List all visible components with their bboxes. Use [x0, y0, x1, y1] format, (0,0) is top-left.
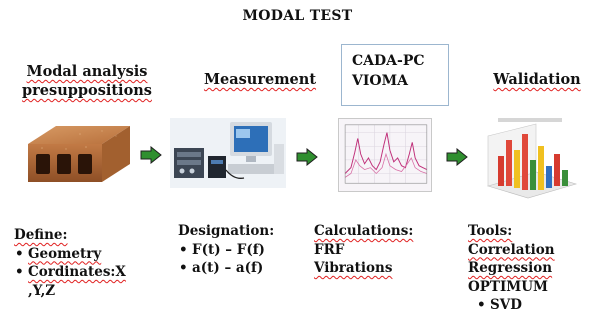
list-item: •F(t) – F(f): [179, 241, 265, 258]
define-list: •Geometry •Cordinates:X: [14, 245, 174, 282]
stage-header-line: Walidation: [493, 71, 581, 88]
list-item: •Geometry: [15, 245, 102, 262]
list-item: FRF: [314, 241, 345, 258]
list-item: OPTIMUM: [468, 278, 548, 295]
list-item-text: a(t) – a(f): [192, 260, 264, 276]
list-item-text: SVD: [490, 297, 522, 313]
designation-column: Designation: •F(t) – F(f) •a(t) – a(f): [178, 222, 318, 278]
stage-header-line: Modal analysis: [26, 63, 148, 80]
list-item-continuation: ,Y,Z: [28, 282, 56, 299]
stage-header-modal-analysis: Modal analysis presuppositions: [12, 62, 162, 100]
stage-header-measurement: Measurement: [190, 70, 330, 89]
bar-chart-3d-image: [486, 118, 578, 199]
column-heading: Tools:: [468, 223, 513, 239]
list-item: Regression: [468, 260, 553, 276]
list-item-text: Geometry: [28, 245, 102, 262]
measurement-equipment-image: [170, 118, 286, 188]
calculations-column: Calculations: FRF Vibrations: [314, 222, 454, 278]
stage-header-walidation: Walidation: [482, 70, 592, 89]
list-item: •Cordinates:X: [15, 264, 126, 280]
brick-image: [28, 126, 130, 182]
stage-header-line: CADA-PC: [352, 53, 425, 69]
arrow-right-icon: [140, 146, 162, 164]
diagram-title: MODAL TEST: [242, 8, 353, 24]
arrow-right-icon: [296, 148, 318, 166]
list-item-text: Cordinates:X: [28, 264, 126, 280]
list-item: Correlation: [468, 241, 555, 258]
stage-header-cada-box: CADA-PC VIOMA: [341, 44, 449, 106]
list-item: •SVD: [477, 297, 522, 313]
tools-column: Tools: Correlation Regression OPTIMUM •S…: [468, 222, 593, 315]
column-heading: Calculations:: [314, 223, 414, 239]
column-heading: Define:: [14, 227, 68, 243]
stage-header-line: VIOMA: [352, 73, 408, 89]
stage-header-line: presuppositions: [22, 82, 152, 99]
stage-header-line: Measurement: [203, 71, 317, 88]
list-item: Vibrations: [314, 260, 393, 276]
designation-list: •F(t) – F(f) •a(t) – a(f): [178, 241, 318, 278]
column-heading: Designation:: [178, 223, 275, 239]
arrow-right-icon: [446, 148, 468, 166]
list-item: •a(t) – a(f): [179, 260, 264, 276]
tools-sublist: •SVD: [468, 296, 593, 315]
define-column: Define: •Geometry •Cordinates:X ,Y,Z: [14, 226, 174, 300]
frf-plot-image: [338, 118, 432, 192]
list-item-text: F(t) – F(f): [192, 241, 265, 258]
